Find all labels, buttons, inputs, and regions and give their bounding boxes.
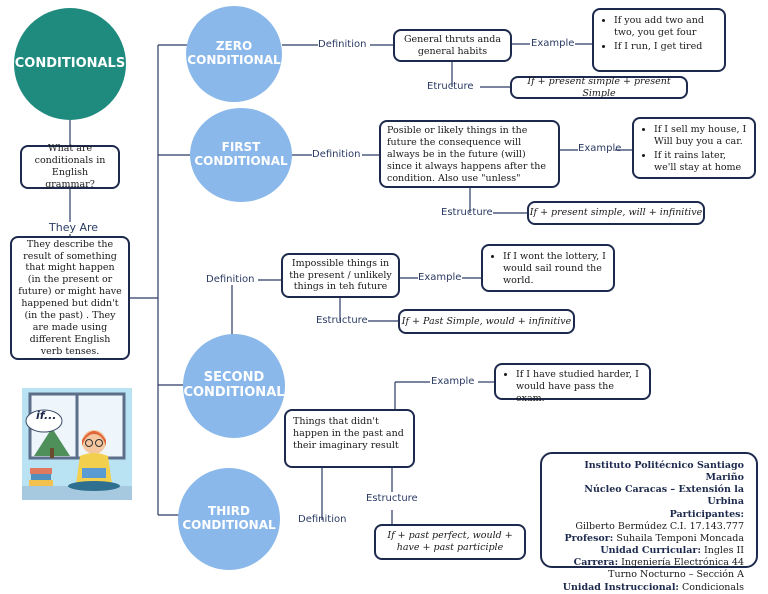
third-structure-text: If + past perfect, would + have + past p… bbox=[387, 530, 513, 553]
first-definition-label: Definition bbox=[312, 149, 361, 160]
carrera-value: Ingeniería Electrónica 44 bbox=[621, 557, 744, 569]
first-example-1: If I sell my house, I Will buy you a car… bbox=[654, 124, 748, 148]
second-definition-label: Definition bbox=[206, 274, 255, 285]
second-conditional-circle: SECOND CONDITIONAL bbox=[183, 334, 285, 438]
second-structure-text: If + Past Simple, would + infinitive bbox=[401, 315, 572, 327]
participant-name: Gilberto Bermúdez C.I. 17.143.777 bbox=[575, 520, 744, 532]
first-structure-label: Estructure bbox=[441, 207, 493, 218]
institution-info-box: Instituto Politécnico Santiago Mariño Nú… bbox=[540, 452, 758, 593]
conditionals-title-circle: CONDITIONALS bbox=[14, 8, 126, 120]
zero-definition-text: General thruts anda general habits bbox=[403, 33, 502, 57]
third-conditional-circle: THIRD CONDITIONAL bbox=[178, 468, 280, 570]
instruccional-value: Condicionals bbox=[681, 581, 744, 593]
first-title: FIRST CONDITIONAL bbox=[194, 140, 288, 168]
carrera-label: Carrera: bbox=[573, 557, 619, 569]
first-definition-text: Posible or likely things in the future t… bbox=[387, 125, 546, 184]
profesor-row: Profesor: Suhaila Temponi Moncada bbox=[554, 533, 744, 545]
first-structure-box: If + present simple, will + infinitive bbox=[527, 201, 705, 225]
illustration-image bbox=[22, 388, 132, 500]
reading-girl-illustration: if... bbox=[22, 388, 132, 500]
they-are-label: They Are bbox=[49, 221, 99, 234]
zero-structure-box: If + present simple + present Simple bbox=[510, 76, 688, 99]
second-definition-text: Impossible things in the present / unlik… bbox=[289, 257, 392, 293]
first-example-label: Example bbox=[578, 143, 622, 154]
first-structure-text: If + present simple, will + infinitive bbox=[529, 207, 703, 219]
zero-example-box: If you add two and two, you get four If … bbox=[592, 8, 726, 72]
third-example-label: Example bbox=[431, 376, 475, 387]
zero-conditional-circle: ZERO CONDITIONAL bbox=[186, 6, 282, 102]
first-conditional-circle: FIRST CONDITIONAL bbox=[190, 108, 292, 202]
first-example-list: If I sell my house, I Will buy you a car… bbox=[640, 124, 748, 174]
institution-campus: Núcleo Caracas – Extensión la Urbina bbox=[584, 484, 744, 508]
third-example-1: If I have studied harder, I would have p… bbox=[516, 369, 643, 405]
zero-definition-label: Definition bbox=[318, 39, 367, 50]
zero-example-2: If I run, I get tired bbox=[614, 41, 718, 53]
zero-title: ZERO CONDITIONAL bbox=[187, 39, 281, 67]
third-definition-text: Things that didn't happen in the past an… bbox=[293, 416, 404, 451]
question-text: What are conditionals in English grammar… bbox=[34, 143, 106, 190]
main-title: CONDITIONALS bbox=[14, 55, 126, 71]
unidad-row: Unidad Curricular: Ingles II bbox=[554, 545, 744, 557]
third-definition-box: Things that didn't happen in the past an… bbox=[284, 409, 415, 468]
first-definition-box: Posible or likely things in the future t… bbox=[379, 120, 560, 188]
question-box: What are conditionals in English grammar… bbox=[20, 143, 120, 190]
first-example-2: If it rains later, we'll stay at home bbox=[654, 150, 748, 174]
instruccional-label: Unidad Instruccional: bbox=[562, 581, 679, 593]
second-structure-label: Estructure bbox=[316, 315, 368, 326]
second-example-box: If I wont the lottery, I would sail roun… bbox=[481, 244, 615, 292]
third-structure-box: If + past perfect, would + have + past p… bbox=[374, 524, 526, 560]
if-bubble-text: if... bbox=[36, 409, 57, 422]
description-box: They describe the result of something th… bbox=[10, 236, 130, 360]
second-definition-box: Impossible things in the present / unlik… bbox=[281, 253, 400, 298]
third-definition-label: Definition bbox=[298, 514, 347, 525]
profesor-name: Suhaila Temponi Moncada bbox=[616, 532, 744, 544]
zero-structure-label: Etructure bbox=[427, 81, 474, 92]
zero-definition-box: General thruts anda general habits bbox=[393, 29, 512, 62]
third-structure-label: Estructure bbox=[366, 493, 418, 504]
turno-row: Turno Nocturno – Sección A bbox=[608, 569, 744, 581]
second-example-1: If I wont the lottery, I would sail roun… bbox=[503, 251, 607, 287]
unidad-value: Ingles II bbox=[703, 545, 744, 557]
institution-name: Instituto Politécnico Santiago Mariño bbox=[584, 460, 744, 484]
second-structure-box: If + Past Simple, would + infinitive bbox=[398, 309, 575, 334]
second-example-list: If I wont the lottery, I would sail roun… bbox=[489, 251, 607, 287]
third-example-box: If I have studied harder, I would have p… bbox=[494, 363, 651, 404]
connector-lines bbox=[69, 43, 632, 524]
third-title: THIRD CONDITIONAL bbox=[182, 504, 276, 532]
zero-example-1: If you add two and two, you get four bbox=[614, 15, 718, 39]
zero-example-label: Example bbox=[531, 38, 575, 49]
third-example-list: If I have studied harder, I would have p… bbox=[502, 369, 643, 405]
zero-structure-text: If + present simple + present Simple bbox=[527, 75, 671, 99]
first-example-box: If I sell my house, I Will buy you a car… bbox=[632, 117, 756, 179]
participants-label: Participantes: bbox=[669, 508, 744, 520]
description-text: They describe the result of something th… bbox=[18, 238, 122, 357]
carrera-row: Carrera: Ingeniería Electrónica 44 bbox=[554, 557, 744, 569]
unidad-label: Unidad Curricular: bbox=[600, 545, 701, 557]
profesor-label: Profesor: bbox=[564, 532, 614, 544]
second-example-label: Example bbox=[418, 272, 462, 283]
zero-example-list: If you add two and two, you get four If … bbox=[600, 15, 718, 53]
second-title: SECOND CONDITIONAL bbox=[183, 370, 285, 400]
instruccional-row: Unidad Instruccional: Condicionals bbox=[554, 582, 744, 594]
